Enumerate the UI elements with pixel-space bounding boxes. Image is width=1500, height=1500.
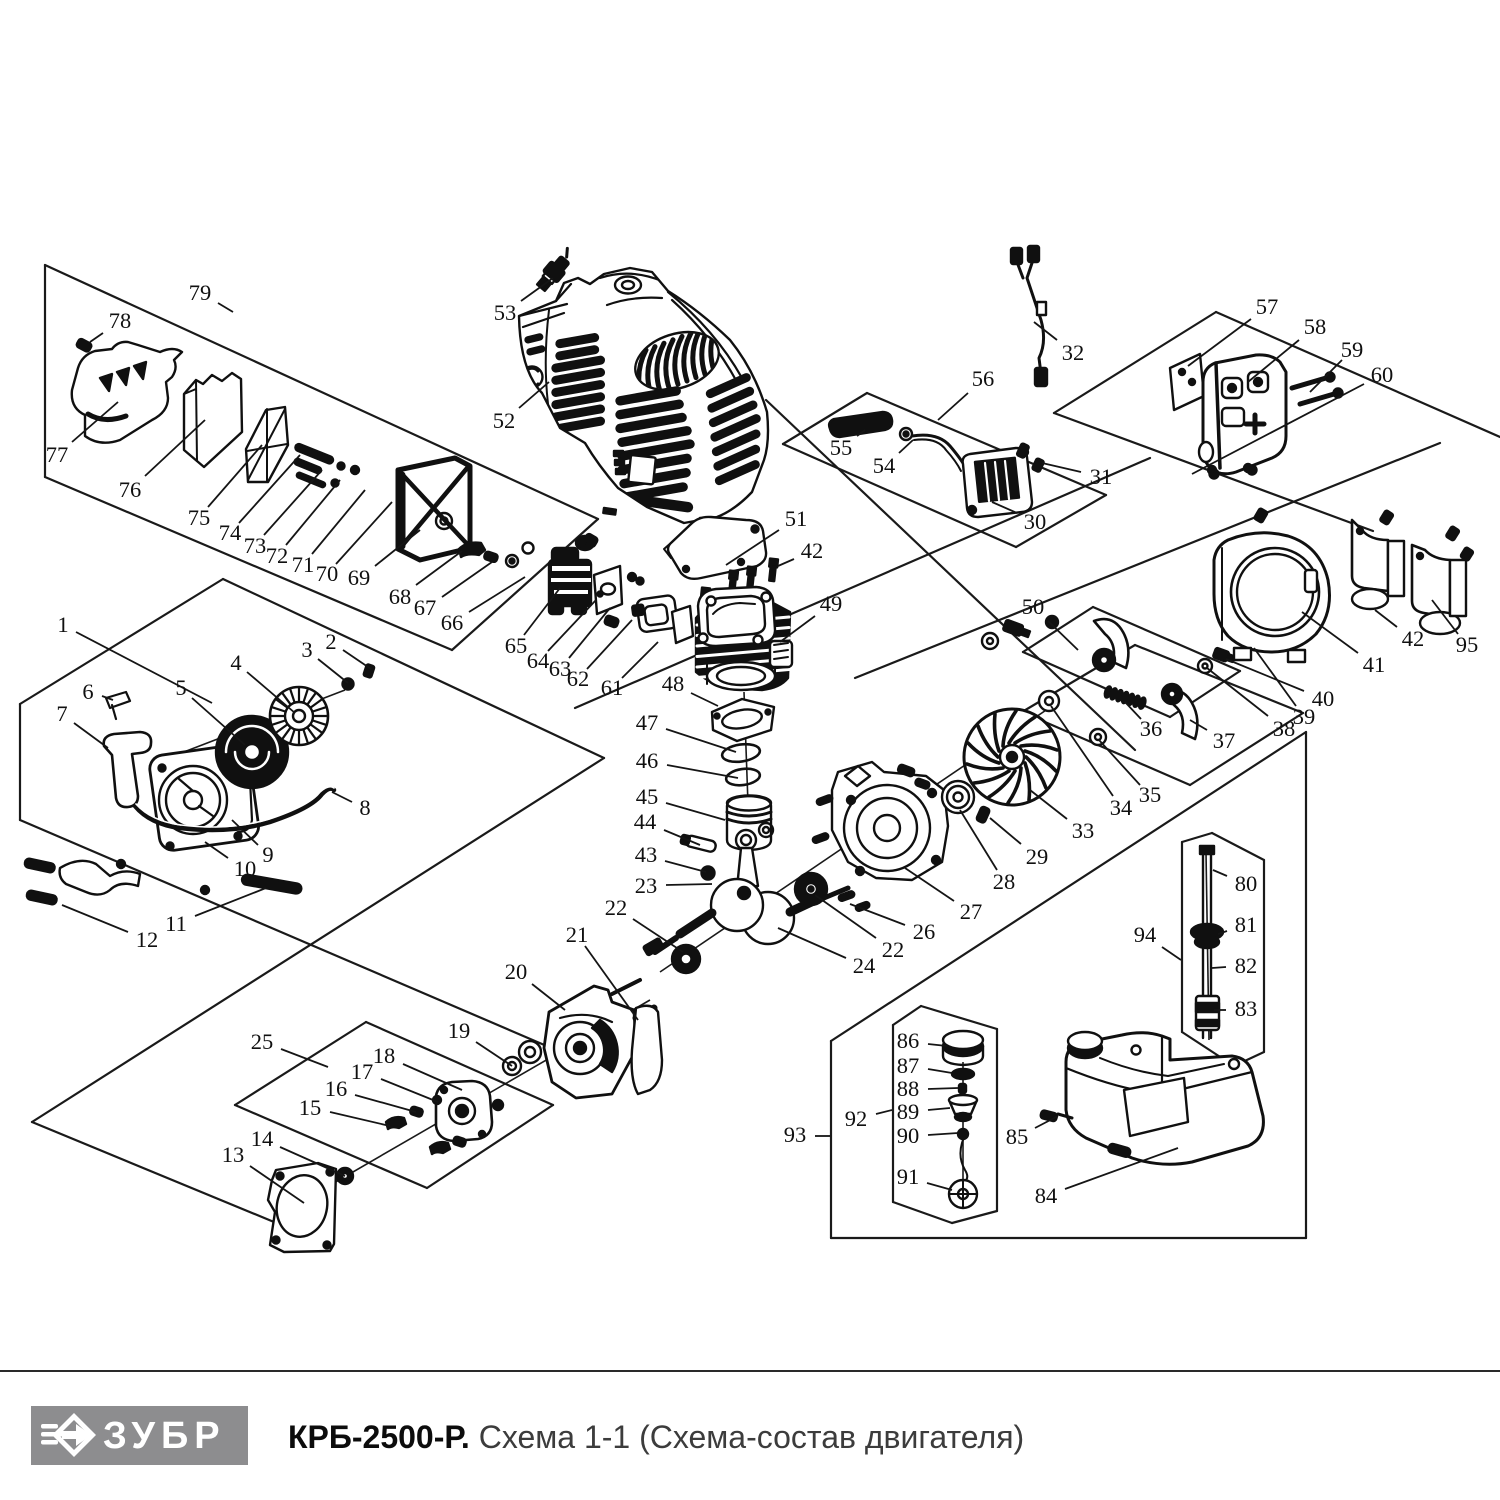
svg-text:42: 42 bbox=[801, 538, 824, 563]
svg-text:35: 35 bbox=[1139, 782, 1162, 807]
svg-text:43: 43 bbox=[635, 842, 658, 867]
svg-text:44: 44 bbox=[634, 809, 657, 834]
svg-text:24: 24 bbox=[853, 953, 876, 978]
svg-text:1: 1 bbox=[57, 612, 68, 637]
svg-text:55: 55 bbox=[830, 435, 853, 460]
svg-text:52: 52 bbox=[493, 408, 516, 433]
svg-text:4: 4 bbox=[230, 650, 241, 675]
svg-text:47: 47 bbox=[636, 710, 659, 735]
svg-text:51: 51 bbox=[785, 506, 808, 531]
svg-text:87: 87 bbox=[897, 1053, 920, 1078]
svg-text:21: 21 bbox=[566, 922, 589, 947]
svg-text:6: 6 bbox=[82, 679, 93, 704]
svg-text:9: 9 bbox=[262, 842, 273, 867]
svg-text:61: 61 bbox=[601, 675, 624, 700]
svg-text:33: 33 bbox=[1072, 818, 1095, 843]
svg-text:81: 81 bbox=[1235, 912, 1258, 937]
svg-text:45: 45 bbox=[636, 784, 659, 809]
svg-text:39: 39 bbox=[1293, 704, 1316, 729]
svg-text:64: 64 bbox=[527, 648, 550, 673]
svg-text:16: 16 bbox=[325, 1076, 348, 1101]
svg-text:53: 53 bbox=[494, 300, 517, 325]
svg-text:2: 2 bbox=[325, 629, 336, 654]
svg-text:30: 30 bbox=[1024, 509, 1047, 534]
svg-text:22: 22 bbox=[605, 895, 628, 920]
svg-text:72: 72 bbox=[266, 543, 289, 568]
svg-text:82: 82 bbox=[1235, 953, 1258, 978]
svg-text:34: 34 bbox=[1110, 795, 1133, 820]
svg-text:36: 36 bbox=[1140, 716, 1163, 741]
svg-text:59: 59 bbox=[1341, 337, 1364, 362]
svg-text:32: 32 bbox=[1062, 340, 1085, 365]
svg-text:18: 18 bbox=[373, 1043, 396, 1068]
svg-text:85: 85 bbox=[1006, 1124, 1029, 1149]
svg-text:27: 27 bbox=[960, 899, 983, 924]
svg-text:66: 66 bbox=[441, 610, 464, 635]
svg-text:89: 89 bbox=[897, 1099, 920, 1124]
svg-text:48: 48 bbox=[662, 671, 685, 696]
svg-text:ЗУБР: ЗУБР bbox=[103, 1415, 226, 1457]
svg-text:90: 90 bbox=[897, 1123, 920, 1148]
svg-text:31: 31 bbox=[1090, 464, 1113, 489]
svg-text:78: 78 bbox=[109, 308, 132, 333]
svg-text:20: 20 bbox=[505, 959, 528, 984]
svg-text:73: 73 bbox=[244, 533, 267, 558]
svg-text:42: 42 bbox=[1402, 626, 1425, 651]
svg-text:86: 86 bbox=[897, 1028, 920, 1053]
svg-text:68: 68 bbox=[389, 584, 412, 609]
svg-text:11: 11 bbox=[165, 911, 187, 936]
svg-text:92: 92 bbox=[845, 1106, 868, 1131]
svg-text:7: 7 bbox=[56, 701, 67, 726]
svg-text:93: 93 bbox=[784, 1122, 807, 1147]
svg-text:60: 60 bbox=[1371, 362, 1394, 387]
svg-text:58: 58 bbox=[1304, 314, 1327, 339]
svg-text:95: 95 bbox=[1456, 632, 1479, 657]
svg-text:КРБ-2500-Р. Схема 1-1 (Схема-с: КРБ-2500-Р. Схема 1-1 (Схема-состав двиг… bbox=[288, 1419, 1024, 1455]
svg-text:69: 69 bbox=[348, 565, 371, 590]
svg-text:40: 40 bbox=[1312, 686, 1335, 711]
svg-text:75: 75 bbox=[188, 505, 211, 530]
svg-text:8: 8 bbox=[359, 795, 370, 820]
svg-text:19: 19 bbox=[448, 1018, 471, 1043]
svg-text:84: 84 bbox=[1035, 1183, 1058, 1208]
svg-text:56: 56 bbox=[972, 366, 995, 391]
svg-text:38: 38 bbox=[1273, 716, 1296, 741]
svg-text:13: 13 bbox=[222, 1142, 245, 1167]
svg-text:41: 41 bbox=[1363, 652, 1386, 677]
svg-text:29: 29 bbox=[1026, 844, 1049, 869]
svg-text:83: 83 bbox=[1235, 996, 1258, 1021]
svg-text:54: 54 bbox=[873, 453, 896, 478]
svg-text:79: 79 bbox=[189, 280, 212, 305]
svg-text:17: 17 bbox=[351, 1059, 374, 1084]
svg-text:88: 88 bbox=[897, 1076, 920, 1101]
svg-text:22: 22 bbox=[882, 937, 905, 962]
svg-text:28: 28 bbox=[993, 869, 1016, 894]
svg-text:94: 94 bbox=[1134, 922, 1157, 947]
svg-text:50: 50 bbox=[1022, 594, 1045, 619]
svg-text:3: 3 bbox=[301, 637, 312, 662]
svg-text:23: 23 bbox=[635, 873, 658, 898]
svg-text:65: 65 bbox=[505, 633, 528, 658]
svg-text:62: 62 bbox=[567, 666, 590, 691]
svg-text:25: 25 bbox=[251, 1029, 274, 1054]
svg-text:76: 76 bbox=[119, 477, 142, 502]
svg-text:67: 67 bbox=[414, 595, 437, 620]
svg-text:14: 14 bbox=[251, 1126, 274, 1151]
svg-text:12: 12 bbox=[136, 927, 159, 952]
svg-text:63: 63 bbox=[549, 656, 572, 681]
svg-text:80: 80 bbox=[1235, 871, 1258, 896]
svg-text:70: 70 bbox=[316, 561, 339, 586]
svg-text:5: 5 bbox=[175, 675, 186, 700]
svg-text:91: 91 bbox=[897, 1164, 920, 1189]
svg-text:15: 15 bbox=[299, 1095, 322, 1120]
svg-text:74: 74 bbox=[219, 520, 242, 545]
svg-text:46: 46 bbox=[636, 748, 659, 773]
svg-text:57: 57 bbox=[1256, 294, 1279, 319]
svg-text:37: 37 bbox=[1213, 728, 1236, 753]
svg-text:10: 10 bbox=[234, 856, 257, 881]
svg-text:26: 26 bbox=[913, 919, 936, 944]
svg-text:77: 77 bbox=[46, 442, 69, 467]
svg-text:49: 49 bbox=[820, 591, 843, 616]
svg-text:71: 71 bbox=[292, 552, 315, 577]
